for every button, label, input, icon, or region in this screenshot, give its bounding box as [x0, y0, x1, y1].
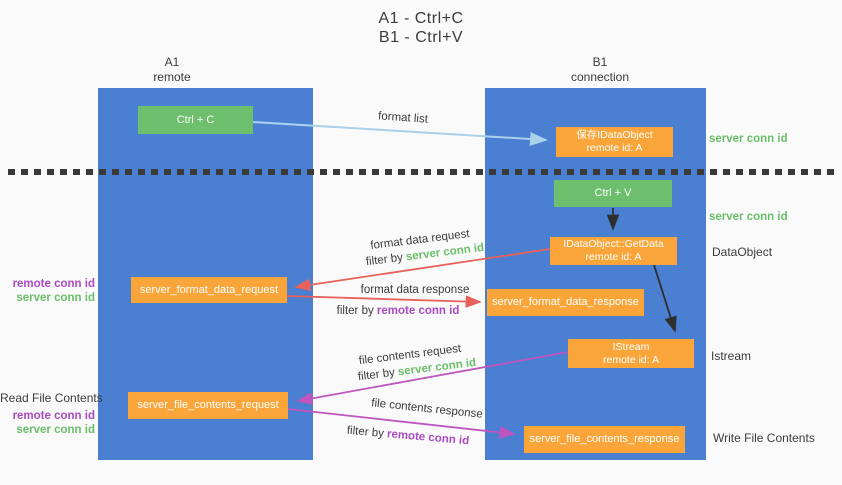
- title-line-ctrl-v: B1 - Ctrl+V: [378, 29, 464, 46]
- save-idataobject-remote-id: remote id: A: [586, 142, 643, 154]
- server-conn-id-annotation-mid: server conn id: [709, 211, 788, 223]
- server-format-data-response-label: server_format_data_response: [492, 296, 639, 308]
- server-format-data-response-box: server_format_data_response: [487, 289, 644, 316]
- getdata-title: IDataObject::GetData: [563, 238, 664, 250]
- filter-by-text: filter by: [357, 366, 399, 384]
- format-data-response-label: format data response: [360, 284, 470, 296]
- istream-annotation: Istream: [711, 349, 752, 363]
- server-file-contents-request-box: server_file_contents_request: [128, 392, 288, 419]
- istream-remote-id: remote id: A: [602, 353, 660, 366]
- right-column-role: connection: [570, 70, 630, 84]
- save-idataobject-box: 保存IDataObject remote id: A: [556, 127, 673, 157]
- server-conn-id-annotation-top: server conn id: [709, 133, 788, 145]
- diagram-title: A1 - Ctrl+C B1 - Ctrl+V: [0, 9, 842, 47]
- ctrl-c-label: Ctrl + C: [176, 113, 215, 126]
- filter-by-text: filter by: [336, 305, 377, 317]
- left-column-header: A1 remote: [112, 55, 232, 85]
- format-data-response-arrow: [286, 295, 482, 308]
- server-conn-id-annotation-left-mid: server conn id: [16, 292, 95, 304]
- title-line-ctrl-c: A1 - Ctrl+C: [378, 10, 464, 27]
- format-list-label: format list: [377, 110, 429, 126]
- server-format-data-request-box: server_format_data_request: [131, 277, 287, 303]
- idataobject-getdata-box: IDataObject::GetData remote id: A: [550, 237, 677, 265]
- server-format-data-request-label: server_format_data_request: [139, 283, 279, 296]
- server-conn-id-annotation-left-bottom: server conn id: [16, 424, 95, 436]
- save-idataobject-title: 保存IDataObject: [576, 129, 653, 141]
- istream-title: IStream: [612, 340, 650, 353]
- dataobject-annotation: DataObject: [712, 245, 773, 259]
- istream-box: IStream remote id: A: [568, 339, 694, 368]
- getdata-remote-id: remote id: A: [585, 251, 642, 263]
- ctrl-v-label: Ctrl + V: [594, 187, 632, 199]
- file-contents-response-label: file contents response: [370, 397, 484, 421]
- write-file-contents-annotation: Write File Contents: [713, 431, 815, 445]
- format-data-response-filter-label: filter by remote conn id: [337, 305, 460, 317]
- server-file-contents-response-label: server_file_contents_response: [529, 433, 680, 445]
- ctrl-v-event-box: Ctrl + V: [554, 180, 672, 207]
- filter-by-text: filter by: [365, 251, 407, 269]
- remote-conn-id-highlight: remote conn id: [386, 428, 470, 448]
- right-column-header: B1 connection: [540, 55, 660, 85]
- left-column-role: remote: [153, 70, 191, 84]
- right-column-name: B1: [592, 55, 608, 69]
- filter-by-text: filter by: [346, 424, 388, 441]
- server-file-contents-response-box: server_file_contents_response: [524, 426, 685, 453]
- remote-conn-id-annotation-bottom: remote conn id: [12, 410, 95, 422]
- remote-conn-id-highlight: remote conn id: [376, 305, 460, 317]
- file-contents-response-filter-label: filter by remote conn id: [346, 425, 469, 448]
- read-file-contents-annotation: Read File Contents: [0, 391, 103, 405]
- ctrl-c-event-box: Ctrl + C: [138, 106, 253, 134]
- left-column-name: A1: [164, 55, 180, 69]
- remote-conn-id-annotation-mid: remote conn id: [12, 278, 95, 290]
- machine-boundary-dotted-line: [8, 169, 836, 175]
- server-file-contents-request-label: server_file_contents_request: [137, 399, 279, 411]
